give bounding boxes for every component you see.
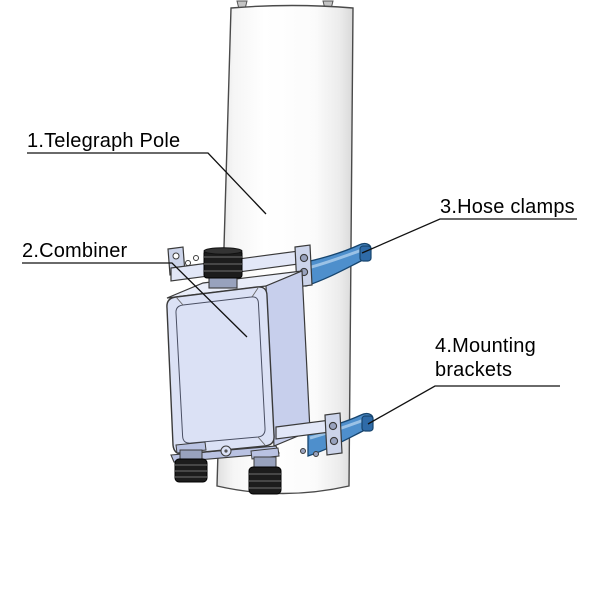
callout-line-mounting-brackets: [367, 385, 560, 425]
bracket-bottom-tab: [324, 412, 343, 456]
bracket-bottom-bolt-2: [329, 436, 339, 446]
connector-br-flange: [250, 447, 280, 460]
connector-bottom-left: [174, 441, 208, 483]
callout-label-hose-clamps: 3.Hose clamps: [440, 196, 575, 218]
connector-br-body: [253, 456, 277, 469]
combiner-box: [166, 270, 311, 463]
hose-clamp-upper-screw-housing: [359, 245, 372, 262]
bracket-top-left-hole: [172, 252, 180, 260]
mounting-bracket-bottom: [275, 412, 343, 457]
combiner-corner-chamfer-tl: [175, 296, 184, 306]
hose-clamp-lower-screw-housing: [361, 415, 374, 432]
combiner-front-face: [166, 286, 275, 455]
combiner-vent-center: [224, 449, 228, 453]
callout-line-hose-clamps: [361, 218, 577, 254]
bracket-bottom-screw-1: [300, 448, 306, 454]
callout-label-telegraph-pole: 1.Telegraph Pole: [27, 130, 181, 152]
bracket-top-screw-2: [193, 255, 199, 261]
bracket-bottom-bolt-1: [328, 421, 338, 431]
connector-top: [203, 247, 243, 289]
callout-label-combiner: 2.Combiner: [22, 240, 128, 262]
combiner-corner-chamfer-tr: [251, 287, 259, 298]
callout-label-mounting-brackets: 4.Mounting brackets: [435, 335, 536, 381]
combiner-corner-chamfer-br: [257, 436, 266, 446]
bracket-top-bolt-1: [299, 253, 309, 263]
hose-clamp-upper: [305, 242, 372, 287]
bracket-bottom-screw-2: [313, 451, 319, 457]
connector-top-dome: [203, 247, 243, 255]
callout-line-combiner: [22, 262, 248, 338]
connector-bottom-right: [248, 447, 282, 495]
bracket-top-screw-1: [185, 260, 191, 266]
callout-line-telegraph-pole: [27, 152, 267, 215]
callout-lines: [22, 152, 577, 425]
hose-clamp-upper-highlight: [307, 248, 363, 270]
